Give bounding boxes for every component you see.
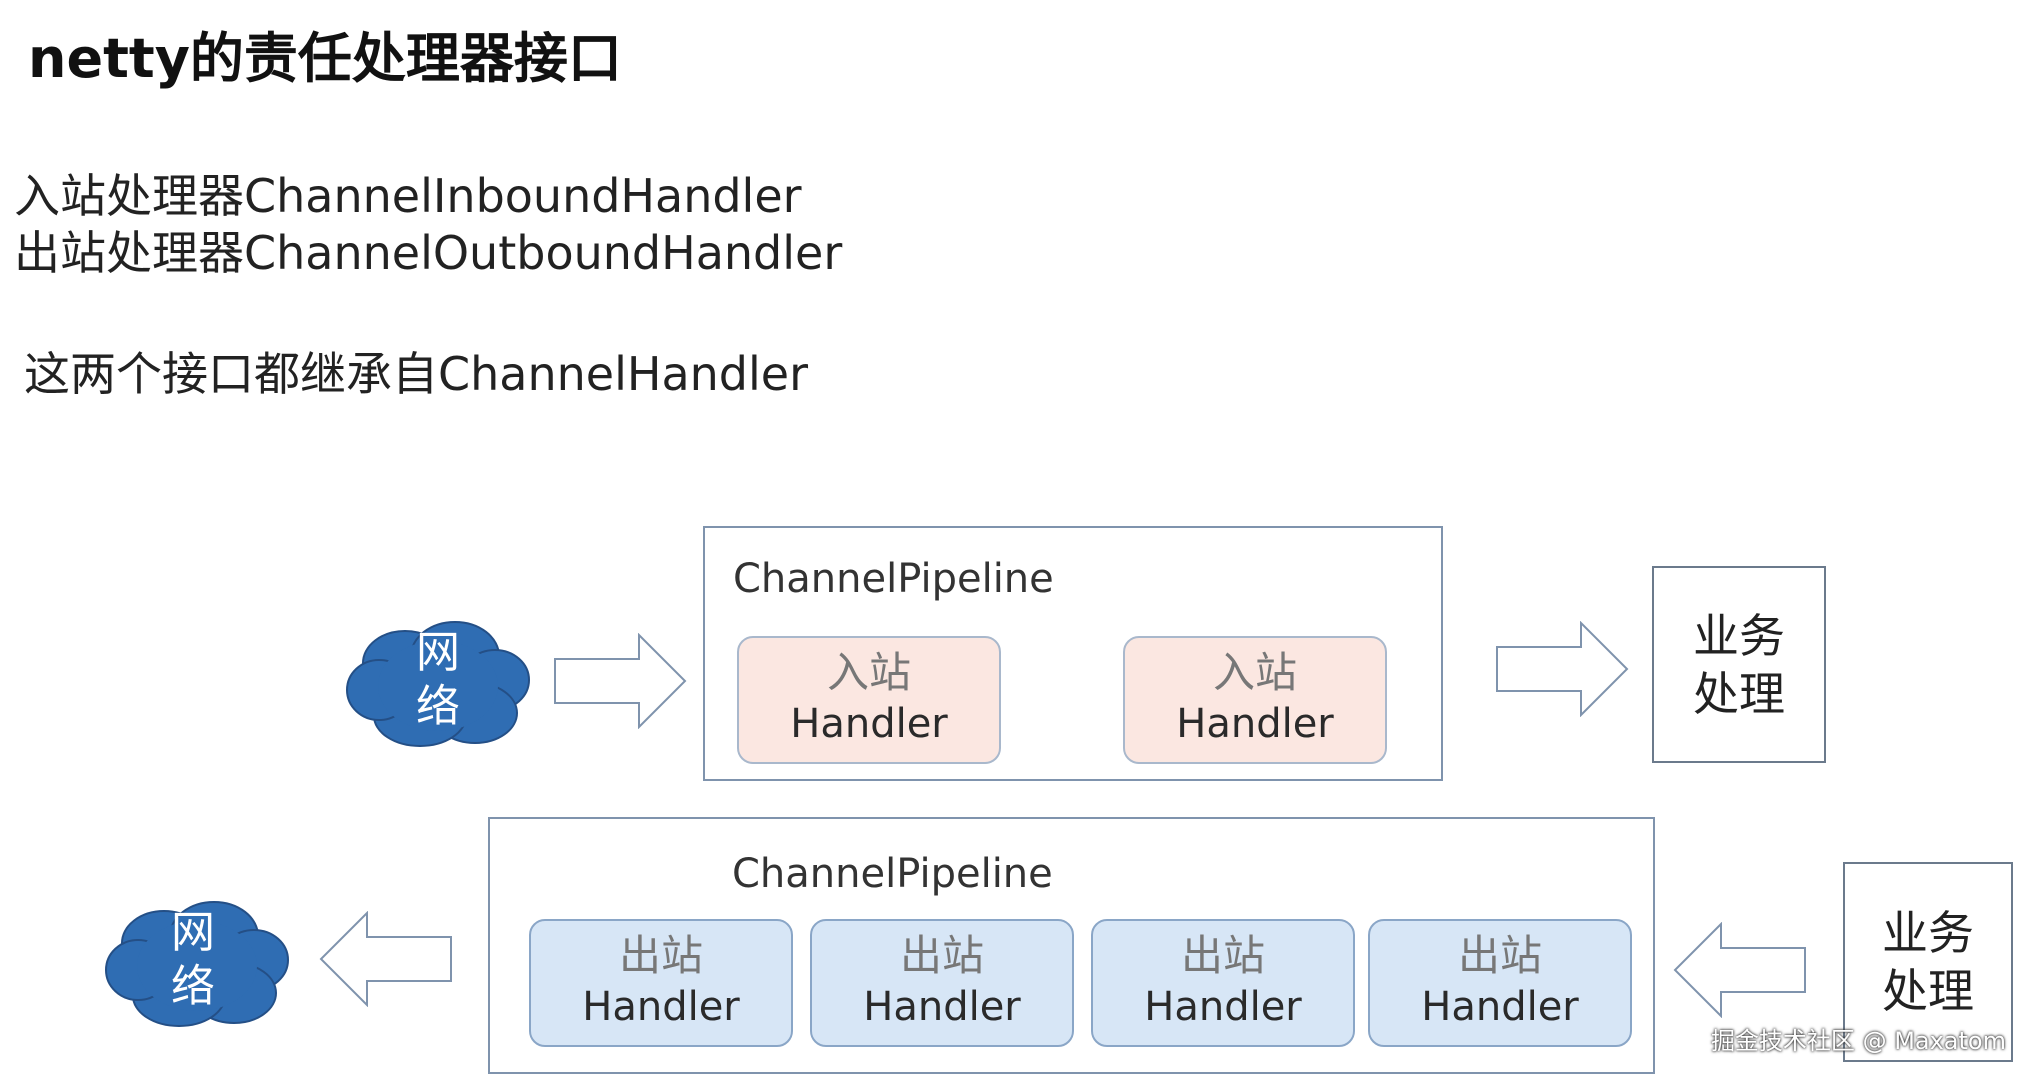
- handler-type: 出站: [1180, 931, 1265, 980]
- network-label-line2: 络: [171, 961, 215, 1012]
- watermark: 掘金技术社区 @ Maxatom: [1710, 1027, 2006, 1055]
- page-title: netty的责任处理器接口: [28, 27, 622, 90]
- business-processing-box: 业务 处理: [1843, 862, 2013, 1062]
- handler-type: 入站: [1212, 648, 1297, 697]
- network-cloud-icon: [105, 901, 289, 1027]
- arrow-right-icon: [1496, 621, 1629, 717]
- outbound-handler-4: 出站 Handler: [1368, 919, 1632, 1047]
- handler-name: Handler: [1421, 984, 1579, 1030]
- handler-type: 入站: [826, 648, 911, 697]
- handler-name: Handler: [1176, 701, 1334, 747]
- handler-type: 出站: [618, 931, 703, 980]
- network-cloud-icon: [346, 621, 530, 747]
- network-label-line1: 网: [416, 627, 460, 678]
- inheritance-line: 这两个接口都继承自ChannelHandler: [24, 347, 808, 401]
- handler-name: Handler: [863, 984, 1021, 1030]
- business-label-line1: 业务: [1693, 608, 1785, 663]
- business-label-line1: 业务: [1882, 906, 1974, 960]
- arrow-left-icon: [1673, 922, 1806, 1018]
- outbound-handler-1: 出站 Handler: [529, 919, 793, 1047]
- network-cloud-label: 网 络: [163, 906, 223, 1014]
- handler-name: Handler: [1144, 984, 1302, 1030]
- business-label-line2: 处理: [1693, 666, 1785, 721]
- network-cloud-label: 网 络: [408, 626, 468, 734]
- outbound-pipeline: ChannelPipeline 出站 Handler 出站 Handler 出站…: [488, 817, 1655, 1074]
- outbound-handler-line: 出站处理器ChannelOutboundHandler: [14, 226, 843, 280]
- inbound-handler-line: 入站处理器ChannelInboundHandler: [14, 169, 802, 223]
- pipeline-label: ChannelPipeline: [733, 556, 1054, 602]
- network-label-line1: 网: [171, 907, 215, 958]
- inbound-handler-1: 入站 Handler: [737, 636, 1001, 764]
- handler-type: 出站: [1457, 931, 1542, 980]
- arrow-left-icon: [319, 911, 452, 1007]
- pipeline-label: ChannelPipeline: [732, 851, 1053, 897]
- inbound-handler-2: 入站 Handler: [1123, 636, 1387, 764]
- arrow-right-icon: [554, 633, 687, 729]
- business-label-line2: 处理: [1882, 964, 1974, 1018]
- handler-name: Handler: [582, 984, 740, 1030]
- inbound-pipeline: ChannelPipeline 入站 Handler 入站 Handler: [703, 526, 1443, 781]
- network-label-line2: 络: [416, 681, 460, 732]
- outbound-handler-3: 出站 Handler: [1091, 919, 1355, 1047]
- handler-type: 出站: [899, 931, 984, 980]
- handler-name: Handler: [790, 701, 948, 747]
- outbound-handler-2: 出站 Handler: [810, 919, 1074, 1047]
- business-processing-box: 业务 处理: [1652, 566, 1826, 763]
